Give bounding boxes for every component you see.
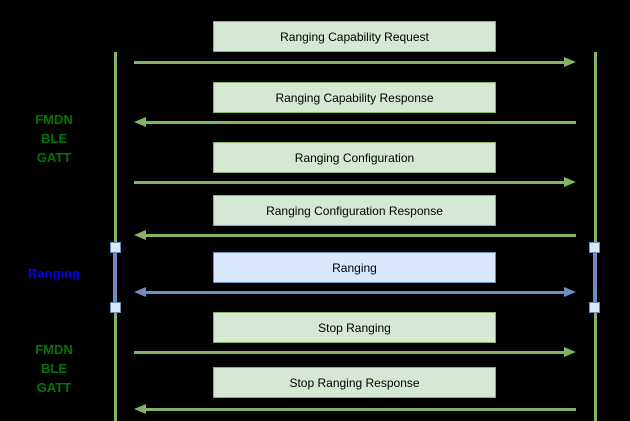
message-arrow-ranging-capability-response: [134, 116, 576, 128]
message-box-ranging-capability-response: Ranging Capability Response: [213, 82, 496, 113]
ranging-active-segment-left: [113, 248, 117, 308]
message-label: Ranging: [332, 260, 377, 275]
message-label: Stop Ranging Response: [289, 375, 420, 390]
message-label: Stop Ranging: [318, 320, 391, 335]
message-arrow-ranging-configuration: [134, 176, 576, 188]
message-box-ranging-configuration-response: Ranging Configuration Response: [213, 195, 496, 226]
message-box-ranging: Ranging: [213, 252, 496, 283]
lifeline-right: [594, 52, 597, 421]
message-box-ranging-configuration: Ranging Configuration: [213, 142, 496, 173]
arrowhead-left-icon: [134, 117, 146, 127]
message-arrow-ranging: [134, 286, 576, 298]
arrow-shaft: [146, 407, 576, 411]
message-arrow-stop-ranging: [134, 346, 576, 358]
arrow-shaft: [146, 120, 576, 124]
message-box-stop-ranging-response: Stop Ranging Response: [213, 367, 496, 398]
arrowhead-right-icon: [564, 177, 576, 187]
arrow-shaft: [134, 350, 564, 354]
arrowhead-right-icon: [564, 57, 576, 67]
message-arrow-stop-ranging-response: [134, 403, 576, 415]
arrowhead-right-icon: [564, 287, 576, 297]
message-label: Ranging Capability Request: [280, 29, 429, 44]
arrowhead-left-icon: [134, 404, 146, 414]
phase-label-ranging: Ranging: [28, 266, 80, 281]
arrow-shaft: [146, 290, 564, 294]
message-box-stop-ranging: Stop Ranging: [213, 312, 496, 343]
arrowhead-left-icon: [134, 287, 146, 297]
message-arrow-ranging-configuration-response: [134, 229, 576, 241]
message-label: Ranging Configuration Response: [266, 203, 443, 218]
message-label: Ranging Configuration: [294, 150, 415, 165]
message-label: Ranging Capability Response: [275, 90, 434, 105]
arrow-shaft: [134, 60, 564, 64]
message-box-ranging-capability-request: Ranging Capability Request: [213, 21, 496, 52]
phase-label-fmdn-ble-gatt-top: FMDN BLE GATT: [35, 112, 73, 165]
ranging-active-segment-right: [593, 248, 597, 308]
arrowhead-right-icon: [564, 347, 576, 357]
activation-endpoint-marker: [589, 242, 600, 253]
arrowhead-left-icon: [134, 230, 146, 240]
arrow-shaft: [134, 180, 564, 184]
arrow-shaft: [146, 233, 576, 237]
activation-endpoint-marker: [110, 242, 121, 253]
lifeline-left: [114, 52, 117, 421]
activation-endpoint-marker: [589, 302, 600, 313]
message-arrow-ranging-capability-request: [134, 56, 576, 68]
phase-label-fmdn-ble-gatt-bottom: FMDN BLE GATT: [35, 342, 73, 395]
activation-endpoint-marker: [110, 302, 121, 313]
